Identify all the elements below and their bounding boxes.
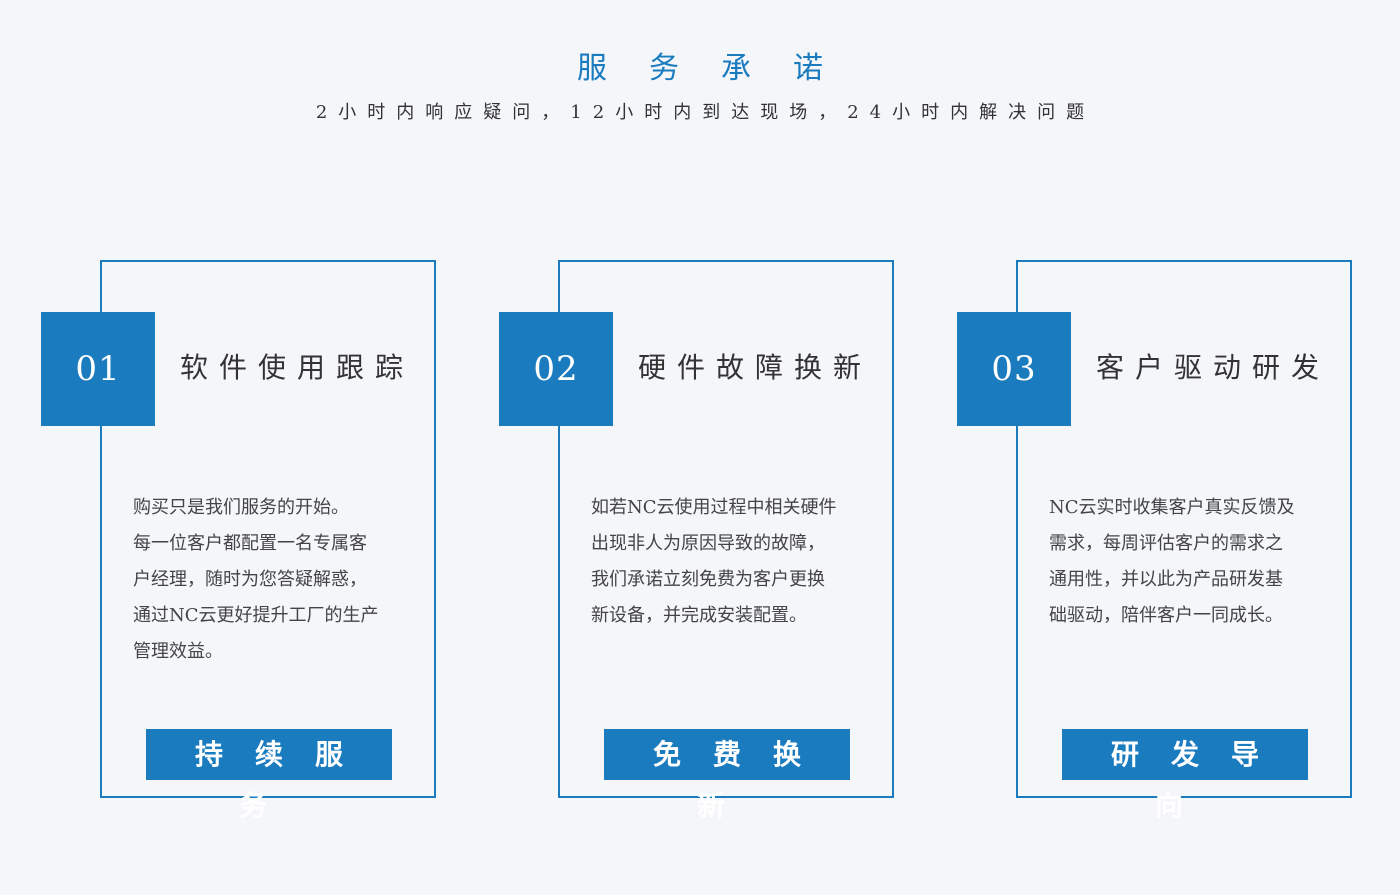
- card-description-line: 如若NC云使用过程中相关硬件: [591, 497, 837, 518]
- service-card-rnd: 03 客户驱动研发 NC云实时收集客户真实反馈及 需求，每周评估客户的需求之 通…: [957, 260, 1352, 822]
- page-subtitle: 2小时内响应疑问，12小时内到达现场，24小时内解决问题: [315, 102, 1096, 123]
- card-description-line: 户经理，随时为您答疑解惑，: [133, 569, 367, 590]
- card-description-line: 我们承诺立刻免费为客户更换: [591, 569, 825, 590]
- card-description-line: 础驱动，陪伴客户一同成长。: [1049, 605, 1283, 626]
- free-replacement-button[interactable]: 免费换新: [604, 729, 850, 822]
- card-description-line: 购买只是我们服务的开始。: [133, 497, 349, 518]
- service-card-hardware: 02 硬件故障换新 如若NC云使用过程中相关硬件 出现非人为原因导致的故障， 我…: [499, 260, 894, 822]
- card-description: 购买只是我们服务的开始。 每一位客户都配置一名专属客 户经理，随时为您答疑解惑，…: [133, 490, 405, 670]
- card-title: 硬件故障换新: [638, 351, 873, 384]
- card-number-badge: 02: [499, 312, 613, 426]
- card-description-line: 出现非人为原因导致的故障，: [591, 533, 825, 554]
- continuous-service-button[interactable]: 持续服务: [146, 729, 392, 822]
- card-description-line: 通过NC云更好提升工厂的生产: [133, 605, 379, 626]
- card-description-line: 通用性，并以此为产品研发基: [1049, 569, 1283, 590]
- card-number-badge: 01: [41, 312, 155, 426]
- card-description: 如若NC云使用过程中相关硬件 出现非人为原因导致的故障， 我们承诺立刻免费为客户…: [591, 490, 863, 634]
- page-title: 服务承诺: [577, 51, 865, 86]
- card-description: NC云实时收集客户真实反馈及 需求，每周评估客户的需求之 通用性，并以此为产品研…: [1049, 490, 1321, 634]
- card-title: 客户驱动研发: [1096, 351, 1331, 384]
- service-card-software: 01 软件使用跟踪 购买只是我们服务的开始。 每一位客户都配置一名专属客 户经理…: [41, 260, 436, 822]
- card-description-line: 每一位客户都配置一名专属客: [133, 533, 367, 554]
- rnd-oriented-button[interactable]: 研发导向: [1062, 729, 1308, 822]
- card-number-badge: 03: [957, 312, 1071, 426]
- card-description-line: 新设备，并完成安装配置。: [591, 605, 807, 626]
- card-title: 软件使用跟踪: [180, 351, 415, 384]
- card-description-line: 管理效益。: [133, 641, 223, 662]
- card-description-line: NC云实时收集客户真实反馈及: [1049, 497, 1295, 518]
- card-description-line: 需求，每周评估客户的需求之: [1049, 533, 1283, 554]
